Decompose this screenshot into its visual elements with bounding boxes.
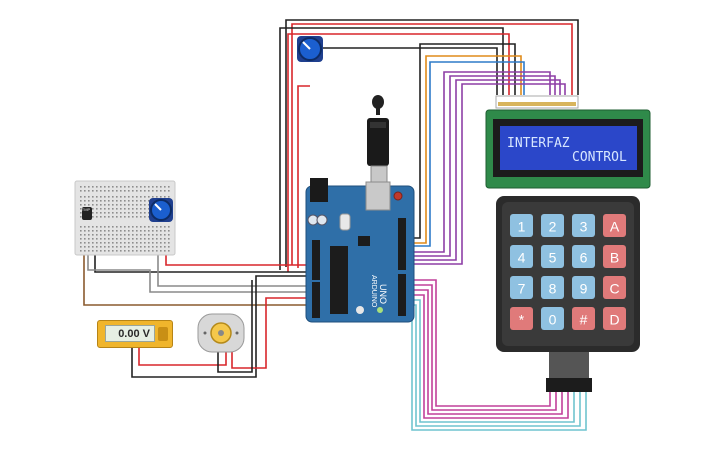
breadboard-mini[interactable]: TMP (74, 180, 176, 256)
wire-red-pot[interactable] (287, 33, 510, 272)
wire-magenta-key-1[interactable] (406, 279, 551, 407)
lcd-line-2: CONTROL (572, 150, 627, 165)
keypad-key-label: 0 (549, 312, 557, 328)
wire-magenta-key-4[interactable] (406, 294, 569, 419)
wire-red-top-2[interactable] (297, 85, 310, 268)
potentiometer-top[interactable] (297, 36, 323, 62)
temperature-sensor[interactable]: TMP (82, 207, 92, 220)
wire-purple-lcd-2[interactable] (406, 75, 556, 257)
dc-motor[interactable] (197, 313, 245, 353)
wires (83, 19, 587, 431)
arduino-uno-board[interactable]: ARDUINO UNO (305, 178, 415, 323)
lcd-16x2-display[interactable]: INTERFAZ CONTROL (485, 95, 651, 189)
keypad-key-label: B (610, 250, 619, 266)
keypad-key-5[interactable]: 5 (541, 245, 564, 268)
wire-red-top[interactable] (291, 23, 573, 265)
usb-cable[interactable] (367, 95, 389, 193)
keypad-key-label: 8 (549, 281, 557, 297)
keypad-key-8[interactable]: 8 (541, 276, 564, 299)
wire-black-top[interactable] (285, 19, 579, 267)
keypad-key-label: D (609, 312, 619, 328)
keypad-key-2[interactable]: 2 (541, 214, 564, 237)
keypad-key-label: 5 (549, 250, 557, 266)
wire-red-voltmeter[interactable] (138, 346, 227, 366)
wire-cyan-key-1[interactable] (406, 299, 575, 423)
keypad-key-label: C (609, 281, 619, 297)
voltmeter-probe-terminals (158, 327, 168, 341)
wire-black-voltmeter[interactable] (131, 275, 306, 378)
wire-purple-lcd-3[interactable] (406, 79, 561, 261)
wire-magenta-key-3[interactable] (406, 289, 563, 415)
keypad-key-hash[interactable]: # (572, 307, 595, 330)
keypad-key-label: # (580, 312, 588, 328)
keypad-key-7[interactable]: 7 (510, 276, 533, 299)
lcd-line-1: INTERFAZ (507, 136, 570, 151)
keypad-key-6[interactable]: 6 (572, 245, 595, 268)
keypad-key-1[interactable]: 1 (510, 214, 533, 237)
wire-blue-lcd[interactable] (406, 61, 525, 247)
keypad-key-4[interactable]: 4 (510, 245, 533, 268)
wire-black-lcd[interactable] (406, 43, 516, 239)
wire-purple-lcd-4[interactable] (406, 83, 566, 265)
keypad-key-3[interactable]: 3 (572, 214, 595, 237)
keypad-key-label: * (519, 312, 525, 328)
lcd-pin-header (495, 95, 579, 109)
wire-red-breadboard[interactable] (165, 255, 306, 266)
keypad-keys: 1 2 3 A 4 5 6 B 7 8 9 C * 0 # D (510, 214, 626, 330)
keypad-key-label: A (610, 219, 620, 235)
svg-text:TMP: TMP (82, 207, 91, 212)
voltmeter-reading: 0.00 V (105, 325, 155, 342)
wire-orange-lcd[interactable] (406, 55, 522, 244)
keypad-key-label: 7 (518, 281, 526, 297)
keypad-key-label: 2 (549, 219, 557, 235)
keypad-key-b[interactable]: B (603, 245, 626, 268)
keypad-key-a[interactable]: A (603, 214, 626, 237)
wire-red-motor[interactable] (231, 297, 306, 369)
keypad-key-star[interactable]: * (510, 307, 533, 330)
arduino-brand-text: ARDUINO (370, 275, 377, 308)
keypad-key-c[interactable]: C (603, 276, 626, 299)
keypad-key-label: 4 (518, 250, 526, 266)
keypad-key-label: 9 (580, 281, 588, 297)
keypad-key-9[interactable]: 9 (572, 276, 595, 299)
keypad-key-label: 3 (580, 219, 588, 235)
voltmeter[interactable]: 0.00 V (97, 320, 173, 348)
keypad-key-0[interactable]: 0 (541, 307, 564, 330)
wire-magenta-key-2[interactable] (406, 284, 557, 411)
potentiometer-breadboard[interactable] (149, 198, 173, 222)
wire-gray-breadboard[interactable] (157, 255, 306, 287)
keypad-key-label: 6 (580, 250, 588, 266)
keypad-key-d[interactable]: D (603, 307, 626, 330)
wire-black-breadboard[interactable] (94, 255, 306, 273)
wire-black-motor[interactable] (217, 280, 253, 373)
keypad-4x4[interactable]: 1 2 3 A 4 5 6 B 7 8 9 C * 0 # D (496, 196, 640, 392)
keypad-key-label: 1 (518, 219, 526, 235)
arduino-model-text: UNO (378, 284, 388, 304)
